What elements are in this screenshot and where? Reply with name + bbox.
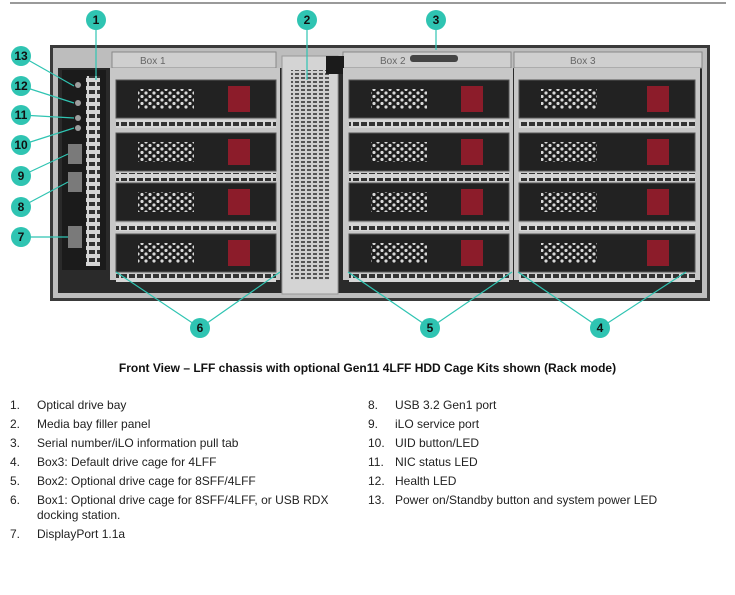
legend-text: Power on/Standby button and system power… xyxy=(395,493,658,507)
media-bay-filler-panel xyxy=(281,55,344,295)
callout-number: 1 xyxy=(93,13,100,27)
callout-number: 8 xyxy=(18,200,25,214)
legend-number: 13. xyxy=(368,493,385,507)
legend-text: Optical drive bay xyxy=(37,398,127,412)
legend-number: 7. xyxy=(10,527,21,541)
legend-item: 1. Optical drive bay xyxy=(10,398,350,413)
callout-number: 12 xyxy=(14,79,28,93)
callout-leader-line xyxy=(517,271,601,329)
legend-column-1: 1. Optical drive bay 2. Media bay filler p… xyxy=(10,398,350,546)
legend-text: Media bay filler panel xyxy=(37,417,151,431)
cage-label-box2: Box 2 xyxy=(380,56,406,67)
legend-number: 1. xyxy=(10,398,21,412)
callout-marker-9: 9 xyxy=(11,166,31,186)
callout-marker-11: 11 xyxy=(11,105,31,125)
legend-number: 2. xyxy=(10,417,21,431)
callout-marker-4: 4 xyxy=(590,318,610,338)
drive-tray xyxy=(115,79,277,128)
callout-marker-1: 1 xyxy=(86,10,106,30)
callout-number: 6 xyxy=(197,321,204,335)
serial-pull-tab xyxy=(410,55,458,62)
legend-item: 6. Box1: Optional drive cage for 8SFF/4LF… xyxy=(10,493,350,523)
legend-item: 7. DisplayPort 1.1a xyxy=(10,527,350,542)
figure-caption: Front View – LFF chassis with optional G… xyxy=(118,361,617,375)
cage-label-box1: Box 1 xyxy=(140,56,166,67)
legend-item: 13. Power on/Standby button and system po… xyxy=(368,493,728,508)
drive-tray xyxy=(518,132,696,181)
legend-text: Health LED xyxy=(395,474,457,488)
legend-number: 6. xyxy=(10,493,21,507)
legend-number: 11. xyxy=(368,455,384,469)
legend-number: 3. xyxy=(10,436,21,450)
callout-leader-line xyxy=(347,271,431,329)
drive-tray xyxy=(348,233,510,282)
legend-item: 9. iLO service port xyxy=(368,417,728,432)
callout-marker-2: 2 xyxy=(297,10,317,30)
legend-number: 10. xyxy=(368,436,385,450)
callout-leader-line xyxy=(429,271,513,329)
legend-text: Box1: Optional drive cage for 8SFF/4LFF,… xyxy=(37,493,329,522)
callout-marker-6: 6 xyxy=(190,318,210,338)
callout-leader-line xyxy=(199,271,281,329)
legend-text: UID button/LED xyxy=(395,436,480,450)
legend-text: NIC status LED xyxy=(395,455,478,469)
drive-tray xyxy=(518,182,696,231)
legend-text: DisplayPort 1.1a xyxy=(37,527,126,541)
drive-tray xyxy=(348,182,510,231)
legend-text: Box3: Default drive cage for 4LFF xyxy=(37,455,217,469)
callout-marker-12: 12 xyxy=(11,76,31,96)
drive-tray xyxy=(115,233,277,282)
callout-leader-line xyxy=(20,55,75,87)
callout-number: 11 xyxy=(15,108,28,122)
callout-marker-10: 10 xyxy=(11,135,31,155)
callout-marker-5: 5 xyxy=(420,318,440,338)
callout-marker-8: 8 xyxy=(11,197,31,217)
callout-number: 10 xyxy=(14,138,28,152)
callout-leader-line xyxy=(599,271,687,329)
callout-number: 7 xyxy=(18,230,25,244)
legend-column-2: 8. USB 3.2 Gen1 port 9. iLO service port 1… xyxy=(368,398,728,512)
drive-tray xyxy=(115,182,277,231)
callout-marker-7: 7 xyxy=(11,227,31,247)
drive-trays xyxy=(115,79,696,282)
callout-number: 5 xyxy=(427,321,434,335)
legend-text: iLO service port xyxy=(395,417,480,431)
drive-tray xyxy=(518,233,696,282)
legend-item: 2. Media bay filler panel xyxy=(10,417,350,432)
callout-number: 9 xyxy=(18,169,25,183)
drive-tray xyxy=(115,132,277,181)
drive-tray xyxy=(518,79,696,128)
legend-number: 12. xyxy=(368,474,385,488)
legend-item: 8. USB 3.2 Gen1 port xyxy=(368,398,728,413)
callout-number: 3 xyxy=(433,13,440,27)
callout-marker-13: 13 xyxy=(11,46,31,66)
drive-tray xyxy=(348,79,510,128)
callout-marker-3: 3 xyxy=(426,10,446,30)
callout-number: 13 xyxy=(14,49,28,63)
top-rule xyxy=(10,2,726,4)
legend-number: 4. xyxy=(10,455,21,469)
cage-label-trays: Box 1 Box 2 Box 3 xyxy=(111,51,703,69)
legend-text: Serial number/iLO information pull tab xyxy=(37,436,239,450)
callout-number: 2 xyxy=(304,13,311,27)
callout-leader-line xyxy=(115,271,201,329)
legend-item: 10. UID button/LED xyxy=(368,436,728,451)
front-io-panel xyxy=(62,70,106,270)
legend-item: 12. Health LED xyxy=(368,474,728,489)
legend-number: 5. xyxy=(10,474,21,488)
legend-number: 8. xyxy=(368,398,379,412)
legend-item: 5. Box2: Optional drive cage for 8SFF/4LF… xyxy=(10,474,350,489)
legend-text: USB 3.2 Gen1 port xyxy=(395,398,497,412)
legend-item: 3. Serial number/iLO information pull tab xyxy=(10,436,350,451)
cage-label-box3: Box 3 xyxy=(570,56,596,67)
legend-item: 4. Box3: Default drive cage for 4LFF xyxy=(10,455,350,470)
legend-text: Box2: Optional drive cage for 8SFF/4LFF xyxy=(37,474,256,488)
drive-tray xyxy=(348,132,510,181)
legend-number: 9. xyxy=(368,417,379,431)
callout-number: 4 xyxy=(597,321,604,335)
legend-item: 11. NIC status LED xyxy=(368,455,728,470)
